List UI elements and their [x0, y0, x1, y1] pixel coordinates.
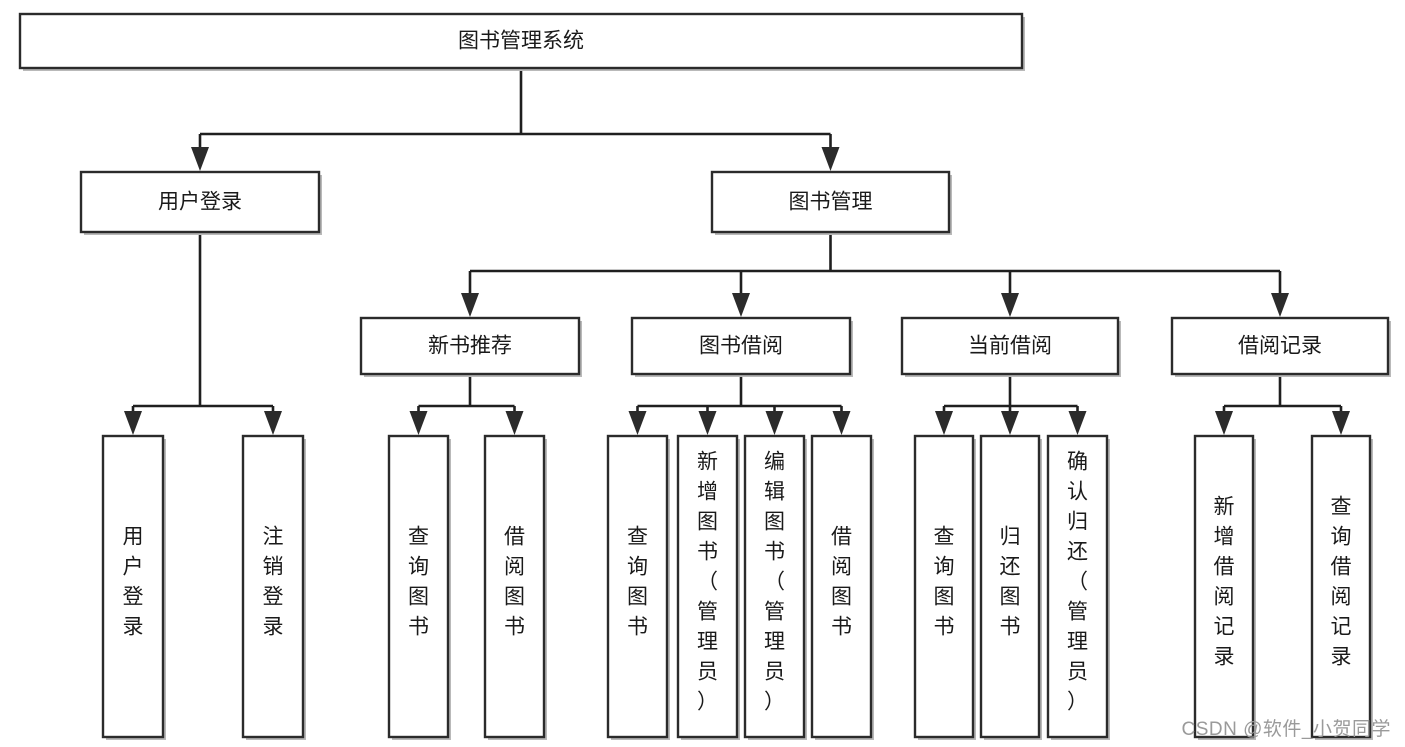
node-box[interactable]	[900, 316, 1120, 376]
node-label: 归还图书	[1000, 526, 1021, 639]
arrow-head-icon	[1001, 411, 1019, 435]
node-new-book-recommend[interactable]: 新书推荐	[359, 316, 582, 377]
node-label: 新增图书（管理员）	[697, 451, 718, 714]
node-label: 编辑图书（管理员）	[764, 451, 785, 714]
connector-group-bus-new-book-recommend	[409, 374, 524, 435]
node-label: 注销登录	[263, 526, 284, 639]
arrow-head-icon	[191, 147, 209, 171]
arrow-head-icon	[409, 411, 428, 435]
node-box[interactable]	[101, 434, 165, 739]
node-leaf-query-book-1[interactable]: 查询图书	[387, 434, 451, 740]
arrow-head-icon	[765, 411, 784, 435]
node-leaf-add-borrow-record[interactable]: 新增借阅记录	[1193, 434, 1256, 740]
arrow-head-icon	[124, 411, 142, 435]
node-box[interactable]	[387, 434, 450, 739]
node-layer: 图书管理系统用户登录图书管理新书推荐图书借阅当前借阅借阅记录用户登录注销登录查询…	[18, 12, 1391, 740]
arrow-head-icon	[1271, 293, 1289, 317]
node-box[interactable]	[1046, 434, 1109, 739]
arrow-head-icon	[832, 411, 851, 435]
arrow-head-icon	[505, 411, 524, 435]
node-box[interactable]	[483, 434, 546, 739]
arrow-head-icon	[732, 293, 750, 317]
node-label: 用户登录	[123, 526, 144, 639]
node-box[interactable]	[606, 434, 669, 739]
connector-group-bus-book-borrow	[628, 374, 851, 435]
node-box[interactable]	[1310, 434, 1372, 739]
node-box[interactable]	[241, 434, 305, 739]
node-box[interactable]	[18, 12, 1024, 70]
node-borrow-record[interactable]: 借阅记录	[1170, 316, 1391, 377]
node-label: 查询借阅记录	[1331, 496, 1352, 669]
arrow-head-icon	[698, 411, 717, 435]
arrow-head-icon	[821, 147, 840, 171]
connector-group-bus-borrow-record	[1215, 374, 1350, 435]
node-box[interactable]	[1193, 434, 1255, 739]
node-box[interactable]	[630, 316, 852, 376]
node-box[interactable]	[979, 434, 1041, 739]
arrow-head-icon	[935, 411, 953, 435]
node-label: 用户登录	[158, 191, 242, 214]
node-label: 借阅记录	[1238, 335, 1322, 358]
node-label: 查询图书	[627, 526, 648, 639]
node-label: 图书管理系统	[458, 30, 584, 53]
node-book-borrow[interactable]: 图书借阅	[630, 316, 853, 377]
node-label: 图书借阅	[699, 335, 783, 358]
node-leaf-confirm-return[interactable]: 确认归还（管理员）	[1046, 434, 1110, 740]
node-label: 当前借阅	[968, 335, 1052, 358]
arrow-head-icon	[1332, 411, 1350, 435]
node-label: 新增借阅记录	[1214, 496, 1235, 669]
node-label: 借阅图书	[831, 526, 852, 639]
node-label: 查询图书	[408, 526, 429, 639]
node-box[interactable]	[810, 434, 873, 739]
node-leaf-return-book[interactable]: 归还图书	[979, 434, 1042, 740]
arrow-head-icon	[461, 293, 479, 317]
node-box[interactable]	[710, 170, 951, 234]
node-leaf-borrow-book-2[interactable]: 借阅图书	[810, 434, 874, 740]
connector-layer	[124, 68, 1350, 435]
node-box[interactable]	[743, 434, 806, 739]
node-label: 确认归还（管理员）	[1067, 451, 1088, 714]
node-book-manage[interactable]: 图书管理	[710, 170, 952, 235]
node-leaf-query-borrow-record[interactable]: 查询借阅记录	[1310, 434, 1373, 740]
arrow-head-icon	[1068, 411, 1087, 435]
node-box[interactable]	[79, 170, 321, 234]
node-box[interactable]	[359, 316, 581, 376]
node-label: 借阅图书	[504, 526, 525, 639]
node-leaf-add-book[interactable]: 新增图书（管理员）	[676, 434, 740, 740]
node-box[interactable]	[913, 434, 975, 739]
connector-group-bus-current-borrow	[935, 374, 1087, 435]
node-label: 图书管理	[789, 191, 873, 214]
connector-group-bus-root	[191, 68, 840, 171]
arrow-head-icon	[628, 411, 647, 435]
connector-group-bus-book-manage	[461, 232, 1289, 317]
node-label: 新书推荐	[428, 335, 512, 358]
node-leaf-query-book-2[interactable]: 查询图书	[606, 434, 670, 740]
node-root[interactable]: 图书管理系统	[18, 12, 1025, 71]
node-leaf-borrow-book-1[interactable]: 借阅图书	[483, 434, 547, 740]
node-leaf-logout-login[interactable]: 注销登录	[241, 434, 306, 740]
node-user-login[interactable]: 用户登录	[79, 170, 322, 235]
node-box[interactable]	[676, 434, 739, 739]
arrow-head-icon	[264, 411, 282, 435]
arrow-head-icon	[1001, 293, 1019, 317]
node-label: 查询图书	[934, 526, 955, 639]
connector-group-bus-user-login	[124, 232, 282, 435]
arrow-head-icon	[1215, 411, 1233, 435]
node-current-borrow[interactable]: 当前借阅	[900, 316, 1121, 377]
node-leaf-query-book-3[interactable]: 查询图书	[913, 434, 976, 740]
node-leaf-user-login[interactable]: 用户登录	[101, 434, 166, 740]
node-leaf-edit-book[interactable]: 编辑图书（管理员）	[743, 434, 807, 740]
node-box[interactable]	[1170, 316, 1390, 376]
